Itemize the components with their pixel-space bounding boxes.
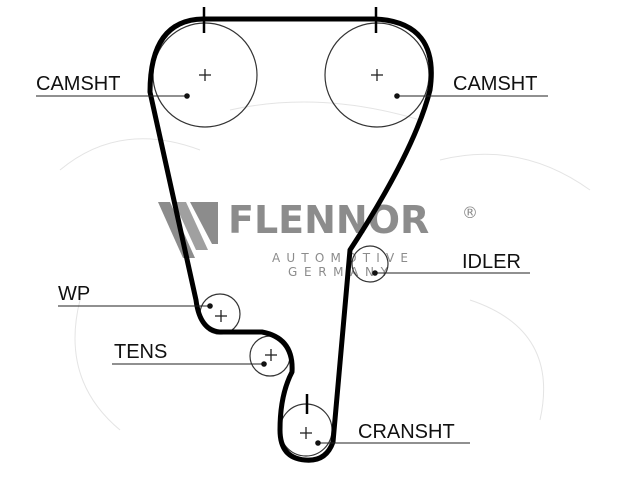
label-water-pump: WP bbox=[58, 283, 90, 305]
pulley-camshaft-right bbox=[324, 22, 430, 128]
label-crankshaft: CRANSHT bbox=[358, 421, 455, 443]
leader-camshaft-left bbox=[36, 93, 190, 99]
leader-tensioner bbox=[112, 361, 267, 367]
leader-idler bbox=[372, 270, 530, 276]
pulley-idler bbox=[351, 245, 389, 283]
background-engine-sketch bbox=[59, 101, 591, 431]
leader-water-pump bbox=[58, 303, 213, 309]
logo-mark-icon bbox=[158, 202, 218, 258]
label-camshaft-right: CAMSHT bbox=[453, 73, 537, 95]
label-idler: IDLER bbox=[462, 251, 521, 273]
label-tensioner: TENS bbox=[114, 341, 167, 363]
label-camshaft-left: CAMSHT bbox=[36, 73, 120, 95]
timing-belt bbox=[147, 16, 434, 463]
pulley-camshaft-left bbox=[152, 22, 258, 128]
brand-registered-mark: ® bbox=[462, 203, 478, 222]
leader-camshaft-right bbox=[394, 93, 548, 99]
leader-crankshaft bbox=[315, 440, 470, 446]
brand-name: FLENNOR bbox=[228, 198, 429, 242]
brand-logo: FLENNOR ® AUTOMOTIVE GERMANY bbox=[158, 198, 478, 279]
